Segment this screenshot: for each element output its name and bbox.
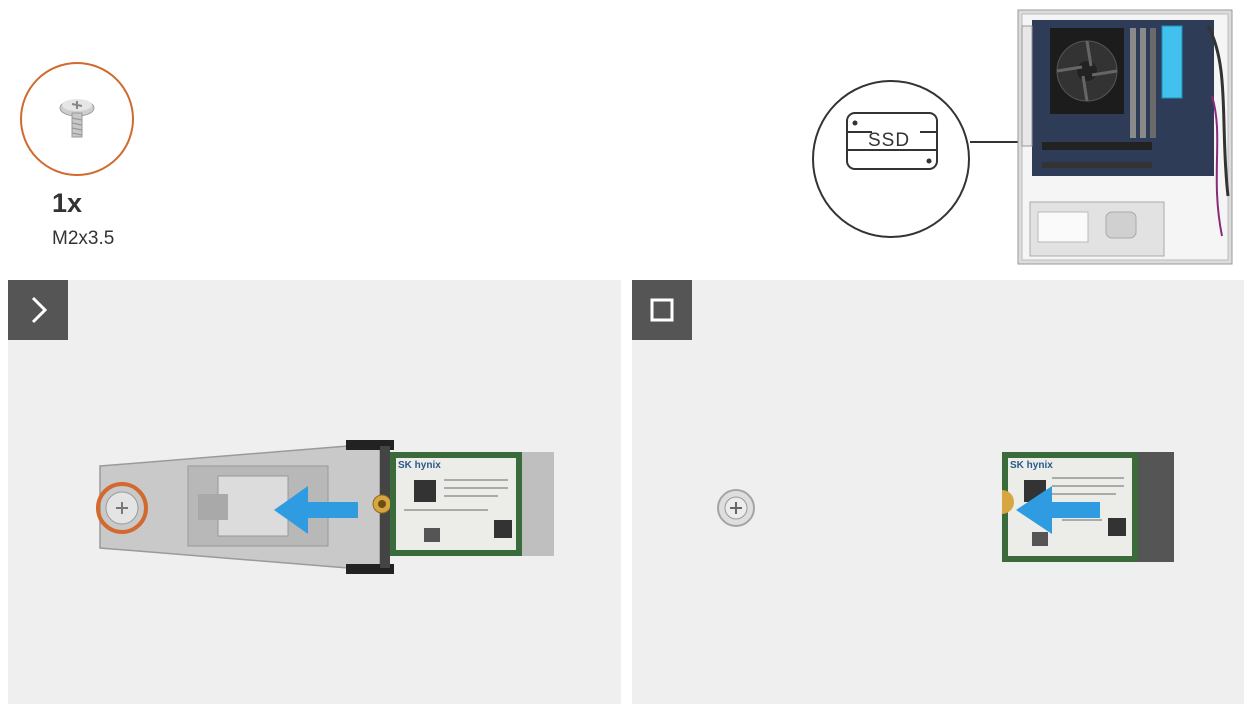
ssd-callout [812,80,970,238]
ssd-bracket-illustration [8,280,621,704]
ssd-callout-label: SSD [868,130,910,152]
step-panel-result: SK hynix [632,280,1244,704]
screw-callout [20,62,134,176]
ssd-icon [814,82,968,236]
ssd-removed-illustration [632,280,1244,704]
ssd-brand-label: SK hynix [398,460,441,471]
screw-quantity: 1x [52,188,82,219]
ssd-brand-label: SK hynix [1010,460,1053,471]
screw-size-label: M2x3.5 [52,228,114,250]
step-panel-remove: SK hynix [8,280,621,704]
screw-icon [22,64,132,174]
